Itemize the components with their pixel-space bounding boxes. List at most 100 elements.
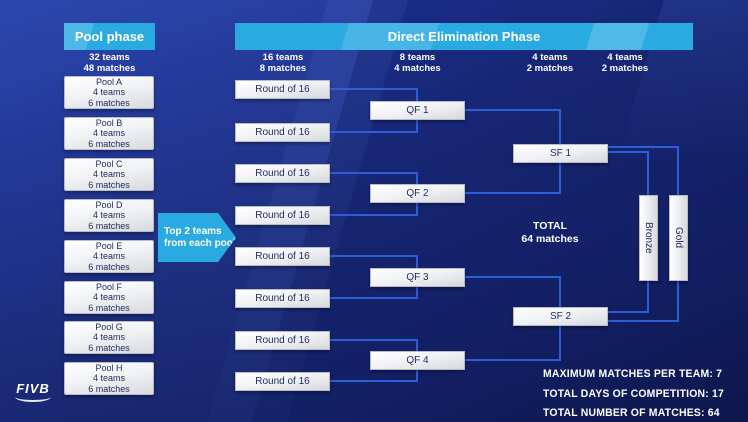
elimination-phase-header: Direct Elimination Phase xyxy=(235,23,693,50)
pool-name: Pool A xyxy=(95,77,123,88)
connector-line xyxy=(330,339,418,341)
pool-name: Pool F xyxy=(95,282,122,293)
column-matches: 2 matches xyxy=(601,62,649,74)
total-label: TOTAL xyxy=(532,220,568,232)
connector-line xyxy=(465,276,560,278)
header-highlight xyxy=(584,23,651,50)
connector-line xyxy=(677,281,679,322)
fivb-logo: FIVB xyxy=(13,382,53,402)
pool-name: Pool H xyxy=(95,363,123,374)
pool-phase-title: Pool phase xyxy=(74,29,145,44)
connector-line xyxy=(647,151,649,195)
pool-name: Pool B xyxy=(95,118,123,129)
pool-name: Pool G xyxy=(95,322,123,333)
pool-phase-header: Pool phase xyxy=(64,23,155,50)
connector-line xyxy=(465,359,560,361)
pool-box-h: Pool H 4 teams 6 matches xyxy=(64,362,154,395)
round-of-16-box-8: Round of 16 xyxy=(235,372,330,391)
pool-teams: 4 teams xyxy=(92,169,125,180)
pool-teams: 4 teams xyxy=(92,292,125,303)
competition-stats: MAXIMUM MATCHES PER TEAM: 7 TOTAL DAYS O… xyxy=(543,365,724,422)
stat-max-matches-per-team: MAXIMUM MATCHES PER TEAM: 7 xyxy=(543,368,723,380)
connector-line xyxy=(330,380,418,382)
connector-line xyxy=(330,172,418,174)
pool-box-c: Pool C 4 teams 6 matches xyxy=(64,158,154,191)
column-label-quarterfinals: 8 teams 4 matches xyxy=(370,52,465,74)
connector-line xyxy=(465,109,560,111)
bronze-match-box: Bronze xyxy=(639,195,658,281)
connector-line xyxy=(608,320,679,322)
round-of-16-box-7: Round of 16 xyxy=(235,331,330,350)
pool-matches: 6 matches xyxy=(88,261,130,272)
column-teams: 4 teams xyxy=(607,52,643,63)
connector-line xyxy=(465,192,560,194)
quarterfinal-box-2: QF 2 xyxy=(370,184,465,203)
quarterfinal-box-4: QF 4 xyxy=(370,351,465,370)
quarterfinal-box-3: QF 3 xyxy=(370,268,465,287)
pool-matches: 6 matches xyxy=(88,220,130,231)
pool-box-g: Pool G 4 teams 6 matches xyxy=(64,321,154,354)
round-of-16-box-4: Round of 16 xyxy=(235,206,330,225)
fivb-logo-text: FIVB xyxy=(16,381,50,396)
pool-teams: 4 teams xyxy=(92,251,125,262)
connector-line xyxy=(608,146,679,148)
column-label-round16: 16 teams 8 matches xyxy=(235,52,331,74)
round-of-16-box-3: Round of 16 xyxy=(235,164,330,183)
connector-line xyxy=(330,297,418,299)
gold-match-box: Gold xyxy=(669,195,688,281)
connector-line xyxy=(330,214,418,216)
connector-line xyxy=(608,151,649,153)
pool-matches: 6 matches xyxy=(88,342,130,353)
pool-name: Pool E xyxy=(95,241,123,252)
quarterfinal-box-1: QF 1 xyxy=(370,101,465,120)
stat-total-matches: TOTAL NUMBER OF MATCHES: 64 xyxy=(543,407,720,419)
pool-phase-summary: 32 teams 48 matches xyxy=(64,52,155,74)
total-matches-note: TOTAL 64 matches xyxy=(505,220,595,246)
total-matches: 64 matches xyxy=(521,233,579,245)
background-light-band xyxy=(0,0,391,422)
column-matches: 2 matches xyxy=(526,62,574,74)
pool-teams: 4 teams xyxy=(92,332,125,343)
column-label-finals: 4 teams 2 matches xyxy=(580,52,670,74)
round-of-16-box-5: Round of 16 xyxy=(235,247,330,266)
pool-box-d: Pool D 4 teams 6 matches xyxy=(64,199,154,232)
fivb-logo-swoosh-icon xyxy=(15,395,51,402)
advance-arrow: Top 2 teams from each pool xyxy=(158,213,236,262)
pool-box-b: Pool B 4 teams 6 matches xyxy=(64,117,154,150)
round-of-16-box-1: Round of 16 xyxy=(235,80,330,99)
column-teams: 16 teams xyxy=(262,52,304,63)
pool-teams: 4 teams xyxy=(92,87,125,98)
connector-line xyxy=(647,281,649,313)
column-matches: 4 matches xyxy=(394,62,441,74)
pool-teams: 4 teams xyxy=(92,373,125,384)
pool-name: Pool D xyxy=(95,200,123,211)
round-of-16-box-2: Round of 16 xyxy=(235,123,330,142)
connector-line xyxy=(677,146,679,195)
pool-matches: 6 matches xyxy=(88,97,130,108)
pool-matches: 6 matches xyxy=(88,138,130,149)
pool-name: Pool C xyxy=(95,159,123,170)
column-matches: 8 matches xyxy=(259,62,307,74)
pool-matches: 6 matches xyxy=(88,302,130,313)
column-teams: 4 teams xyxy=(532,52,568,63)
column-label-semifinals: 4 teams 2 matches xyxy=(505,52,595,74)
elimination-phase-title: Direct Elimination Phase xyxy=(387,29,541,44)
semifinal-box-2: SF 2 xyxy=(513,307,608,326)
pool-teams: 4 teams xyxy=(92,210,125,221)
connector-line xyxy=(608,311,649,313)
pool-phase-teams: 32 teams xyxy=(89,52,130,63)
pool-matches: 6 matches xyxy=(88,383,130,394)
column-teams: 8 teams xyxy=(399,52,436,63)
connector-line xyxy=(330,88,418,90)
semifinal-box-1: SF 1 xyxy=(513,144,608,163)
pool-box-f: Pool F 4 teams 6 matches xyxy=(64,281,154,314)
pool-teams: 4 teams xyxy=(92,128,125,139)
round-of-16-box-6: Round of 16 xyxy=(235,289,330,308)
pool-box-a: Pool A 4 teams 6 matches xyxy=(64,76,154,109)
advance-arrow-line2: from each pool xyxy=(164,237,236,249)
stat-total-days: TOTAL DAYS OF COMPETITION: 17 xyxy=(543,387,725,400)
connector-line xyxy=(330,255,418,257)
advance-arrow-line1: Top 2 teams xyxy=(164,225,222,237)
pool-matches: 6 matches xyxy=(88,179,130,190)
